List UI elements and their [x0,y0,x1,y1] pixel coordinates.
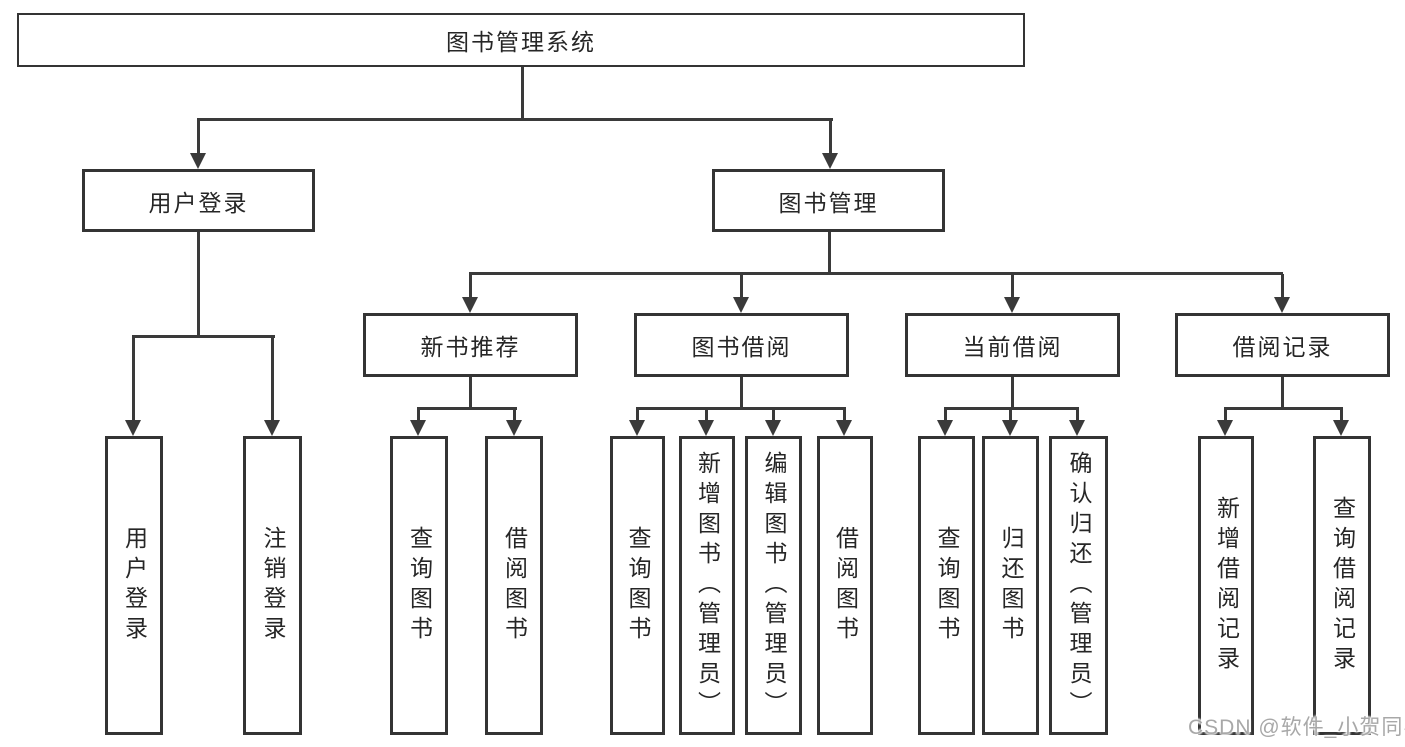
edge-userlogin-rail [132,335,275,338]
arrowhead-book-management [822,153,838,169]
leaf-label: 查询图书 [934,525,960,646]
node-book-management: 图书管理 [712,169,945,232]
node-label: 图书借阅 [691,334,792,360]
arrowhead-borrow-edit [765,420,781,436]
arrowhead-leaf-user-login [125,420,141,436]
node-root-library-system: 图书管理系统 [17,13,1025,67]
edge-borrow-rail [636,407,846,410]
leaf-records-query-record: 查询借阅记录 [1313,436,1371,735]
edge-borrow-stem-4 [843,409,846,421]
edge-userlogin-vertical [197,232,200,337]
leaf-current-query-books: 查询图书 [918,436,975,735]
leaf-label: 编辑图书（管理员） [761,450,787,721]
edge-records-rail [1224,407,1343,410]
edge-current-stem-3 [1076,409,1079,421]
edge-borrow-stem-3 [772,409,775,421]
leaf-current-return-books: 归还图书 [982,436,1039,735]
edge-bookmgmt-stem-3 [1011,274,1014,298]
edge-bookmgmt-stem-2 [740,274,743,298]
arrowhead-borrow-records [1274,297,1290,313]
leaf-label: 查询借阅记录 [1329,495,1356,676]
leaf-recommend-borrow-books: 借阅图书 [485,436,543,735]
leaf-label: 查询图书 [406,525,433,646]
node-label: 用户登录 [148,189,249,216]
arrowhead-current-query [937,420,953,436]
edge-recommend-vertical [469,377,472,409]
edge-recommend-stem-1 [417,409,420,421]
edge-records-stem-2 [1340,409,1343,421]
node-book-borrow: 图书借阅 [634,313,849,377]
edge-userlogin-stem-1 [132,337,135,421]
leaf-user-login: 用户登录 [105,436,163,735]
edge-borrow-stem-1 [636,409,639,421]
edge-recommend-stem-2 [513,409,516,421]
edge-borrow-vertical [740,377,743,409]
leaf-borrow-borrow-books: 借阅图书 [817,436,873,735]
edge-userlogin-stem-2 [271,337,274,421]
node-label: 图书管理 [778,189,879,216]
leaf-borrow-edit-books-admin: 编辑图书（管理员） [745,436,802,735]
edge-current-stem-1 [944,409,947,421]
edge-borrow-stem-2 [705,409,708,421]
edge-bookmgmt-stem-1 [469,274,472,298]
leaf-label: 借阅图书 [832,525,859,646]
leaf-label: 借阅图书 [501,525,528,646]
leaf-label: 用户登录 [121,525,148,646]
leaf-borrow-query-books: 查询图书 [610,436,665,735]
node-user-login: 用户登录 [82,169,315,232]
leaf-label: 查询图书 [625,525,651,646]
arrowhead-recommend-borrow [506,420,522,436]
edge-records-stem-1 [1224,409,1227,421]
arrowhead-records-add [1217,420,1233,436]
arrowhead-records-query [1333,420,1349,436]
arrowhead-current-confirm [1069,420,1085,436]
node-current-borrow: 当前借阅 [905,313,1120,377]
node-label: 当前借阅 [962,334,1063,360]
leaf-label: 确认归还（管理员） [1066,450,1092,721]
leaf-label: 新增图书（管理员） [694,450,721,721]
arrowhead-new-book-recommend [462,297,478,313]
leaf-label: 新增借阅记录 [1213,495,1240,676]
csdn-watermark: CSDN @软件_小贺同学 [1188,716,1405,739]
edge-recommend-rail [417,407,517,410]
node-label: 新书推荐 [420,334,521,360]
leaf-borrow-add-books-admin: 新增图书（管理员） [679,436,735,735]
arrowhead-borrow-query [629,420,645,436]
leaf-label: 归还图书 [998,525,1024,646]
leaf-logout: 注销登录 [243,436,302,735]
edge-bookmgmt-vertical [828,232,831,274]
edge-current-vertical [1011,377,1014,409]
edge-current-stem-2 [1009,409,1012,421]
arrowhead-borrow-borrow [836,420,852,436]
arrowhead-user-login [190,153,206,169]
edge-bookmgmt-rail [469,272,1283,275]
arrowhead-current-return [1002,420,1018,436]
edge-current-rail [944,407,1079,410]
edge-root-stem-right [829,120,832,154]
edge-records-vertical [1281,377,1284,409]
arrowhead-current-borrow [1004,297,1020,313]
edge-bookmgmt-stem-4 [1281,274,1284,298]
leaf-label: 注销登录 [260,525,286,646]
edge-root-rail [197,118,833,121]
leaf-recommend-query-books: 查询图书 [390,436,448,735]
arrowhead-recommend-query [410,420,426,436]
leaf-current-confirm-return-admin: 确认归还（管理员） [1049,436,1108,735]
arrowhead-borrow-add [698,420,714,436]
leaf-records-add-record: 新增借阅记录 [1198,436,1254,735]
arrowhead-book-borrow [733,297,749,313]
node-label: 图书管理系统 [446,29,596,55]
arrowhead-leaf-logout [264,420,280,436]
node-new-book-recommend: 新书推荐 [363,313,578,377]
edge-root-stem-left [197,120,200,154]
node-borrow-records: 借阅记录 [1175,313,1390,377]
edge-root-vertical [521,67,524,120]
node-label: 借阅记录 [1232,334,1333,360]
